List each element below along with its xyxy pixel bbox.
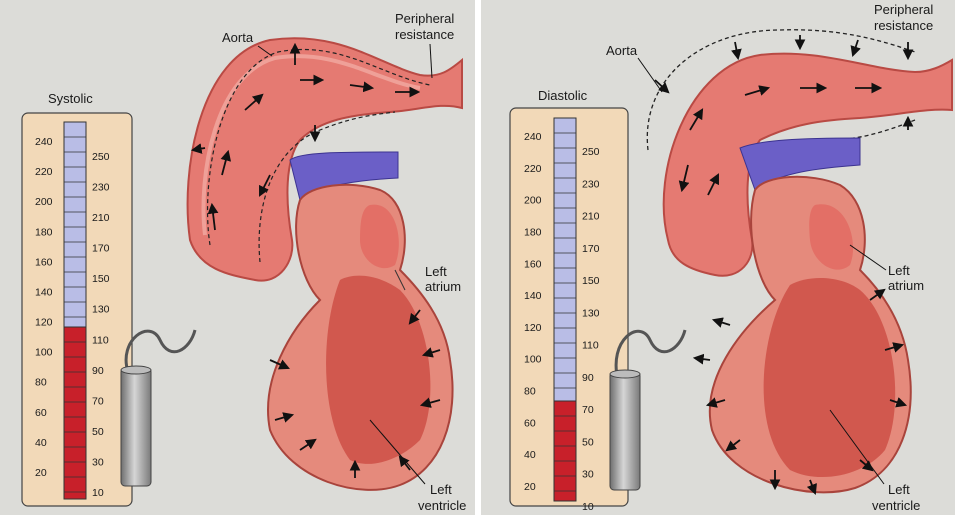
mercury-column	[64, 327, 86, 499]
scale-tick-label: 20	[524, 481, 536, 493]
scale-tick-label: 220	[35, 166, 53, 178]
left-atrium-label-line2: atrium	[425, 279, 461, 294]
scale-tick-label: 250	[582, 146, 600, 158]
scale-tick-label: 100	[524, 354, 542, 366]
scale-tick-label: 20	[35, 467, 47, 479]
scale-tick-label: 100	[35, 347, 53, 359]
scale-tick-label: 180	[35, 226, 53, 238]
scale-tick-label: 200	[524, 195, 542, 207]
scale-tick-label: 120	[524, 322, 542, 334]
scale-tick-label: 90	[92, 365, 104, 377]
scale-tick-label: 40	[35, 437, 47, 449]
scale-tick-label: 200	[35, 196, 53, 208]
left-atrium-label-line1-right: Left	[888, 263, 910, 278]
scale-tick-label: 50	[92, 426, 104, 438]
scale-tick-label: 40	[524, 449, 536, 461]
diastolic-panel: 240 220 200 180 160 140 120 100 80 60 40 20 250 230 2…	[478, 0, 955, 515]
scale-tick-label: 150	[582, 275, 600, 287]
scale-tick-label: 50	[582, 436, 594, 448]
scale-tick-label: 240	[524, 131, 542, 143]
aorta-label: Aorta	[222, 30, 254, 45]
scale-tick-label: 130	[92, 304, 110, 316]
systolic-label: Systolic	[48, 91, 93, 106]
scale-tick-label: 230	[92, 182, 110, 194]
scale-tick-label: 30	[92, 456, 104, 468]
peripheral-resistance-label-line1-right: Peripheral	[874, 2, 933, 17]
scale-tick-label: 90	[582, 372, 594, 384]
bulb-reservoir	[121, 368, 151, 486]
scale-tick-label: 70	[582, 404, 594, 416]
scale-tick-label: 80	[524, 386, 536, 398]
scale-tick-label: 60	[524, 417, 536, 429]
scale-tick-label: 30	[582, 469, 594, 481]
bulb-reservoir-right	[610, 372, 640, 490]
scale-tick-label: 230	[582, 178, 600, 190]
left-ventricle-label-line2: ventricle	[418, 498, 466, 513]
scale-tick-label: 220	[524, 163, 542, 175]
peripheral-resistance-label-line2: resistance	[395, 27, 454, 42]
scale-tick-label: 130	[582, 307, 600, 319]
aorta-label-right: Aorta	[606, 43, 638, 58]
reservoir-top	[121, 366, 151, 374]
scale-tick-label: 210	[92, 212, 110, 224]
left-atrium-label-line2-right: atrium	[888, 278, 924, 293]
left-ventricle-label-line1-right: Left	[888, 482, 910, 497]
scale-tick-label: 160	[524, 258, 542, 270]
scale-tick-label: 240	[35, 136, 53, 148]
scale-tick-label: 120	[35, 317, 53, 329]
systolic-panel: 240 220 200 180 160 140 120 100 80 60 40 20 250 230 2…	[0, 0, 478, 515]
scale-tick-label: 170	[92, 243, 110, 255]
scale-tick-label: 140	[524, 290, 542, 302]
peripheral-resistance-label-line1: Peripheral	[395, 11, 454, 26]
peripheral-resistance-label-line2-right: resistance	[874, 18, 933, 33]
diastolic-label: Diastolic	[538, 88, 588, 103]
scale-tick-label: 210	[582, 211, 600, 223]
left-ventricle-label-line1: Left	[430, 482, 452, 497]
scale-tick-label: 80	[35, 377, 47, 389]
scale-tick-label: 60	[35, 407, 47, 419]
scale-tick-label: 10	[582, 501, 594, 513]
scale-tick-label: 70	[92, 395, 104, 407]
scale-tick-label: 160	[35, 256, 53, 268]
scale-tick-label: 110	[582, 340, 599, 352]
left-ventricle-label-line2-right: ventricle	[872, 498, 920, 513]
scale-tick-label: 10	[92, 487, 104, 499]
scale-tick-label: 110	[92, 334, 109, 346]
left-atrium-label-line1: Left	[425, 264, 447, 279]
scale-tick-label: 170	[582, 243, 600, 255]
scale-column-upper	[64, 122, 86, 327]
scale-tick-label: 150	[92, 273, 110, 285]
scale-tick-label: 250	[92, 151, 110, 163]
scale-column-upper-right	[554, 118, 576, 401]
scale-tick-label: 180	[524, 226, 542, 238]
scale-tick-label: 140	[35, 286, 53, 298]
